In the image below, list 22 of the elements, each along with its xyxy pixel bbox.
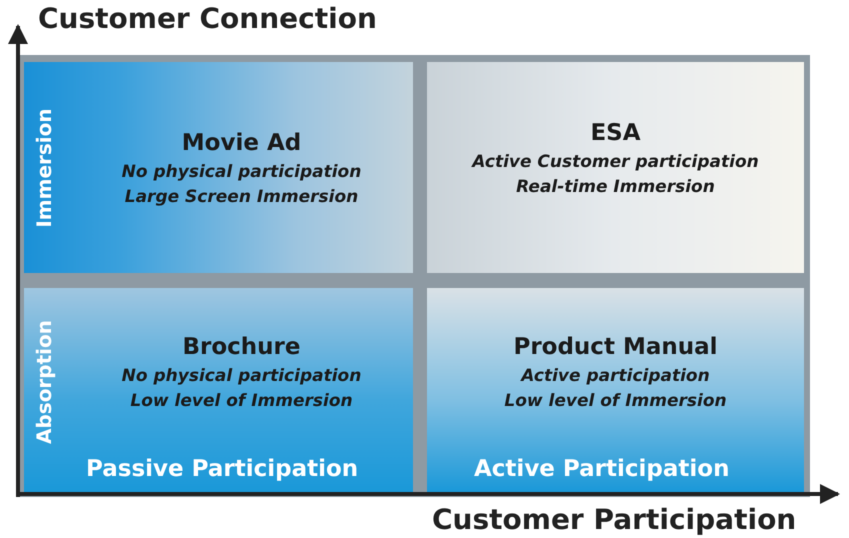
axis-title: Customer Connection <box>38 2 377 35</box>
row-label: Immersion <box>32 108 56 228</box>
quadrant-cell <box>24 62 413 273</box>
quadrant-cell <box>427 62 804 273</box>
column-label: Active Participation <box>474 456 730 482</box>
quadrant-description: No physical participation <box>122 161 362 184</box>
quadrant-description: Low level of Immersion <box>130 390 353 413</box>
quadrant-description: Active Customer participation <box>472 151 759 174</box>
quadrant-title: Brochure <box>182 334 300 360</box>
quadrant-cell <box>427 288 804 492</box>
axis-title: Customer Participation <box>432 503 796 536</box>
quadrant-description: No physical participation <box>122 365 362 388</box>
quadrant-title: ESA <box>590 120 641 146</box>
quadrant-cell <box>24 288 413 492</box>
row-label: Absorption <box>32 320 56 444</box>
quadrant-description: Low level of Immersion <box>504 390 727 413</box>
quadrant-description: Active participation <box>521 365 710 388</box>
quadrant-description: Real-time Immersion <box>516 176 715 199</box>
quadrant-title: Product Manual <box>513 334 718 360</box>
quadrant-title: Movie Ad <box>182 130 302 156</box>
column-label: Passive Participation <box>86 456 358 482</box>
quadrant-description: Large Screen Immersion <box>124 186 358 209</box>
